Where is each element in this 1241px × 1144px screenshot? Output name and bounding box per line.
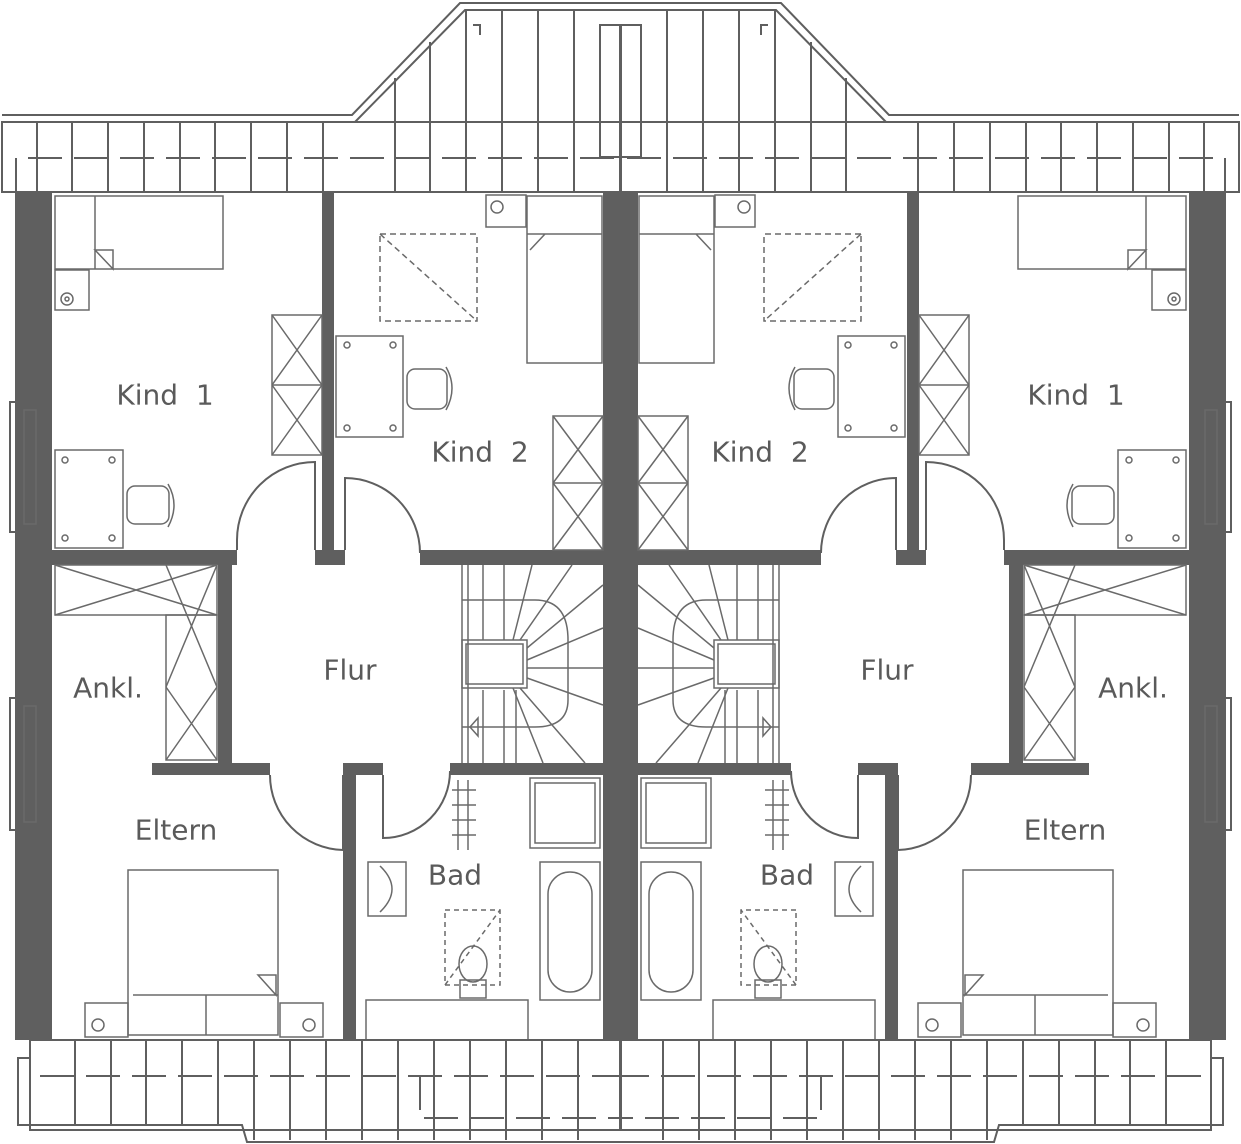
room-label-ankl-left: Ankl.	[73, 671, 143, 705]
room-label-flur-left: Flur	[323, 653, 377, 687]
room-label-kind2-left: Kind 2	[431, 435, 529, 469]
left-unit	[1, 2, 622, 1143]
room-label-kind2-right: Kind 2	[711, 435, 809, 469]
room-label-kind1-right: Kind 1	[1027, 378, 1125, 412]
room-label-flur-right: Flur	[860, 653, 914, 687]
right-unit	[619, 2, 1240, 1143]
room-label-ankl-right: Ankl.	[1098, 671, 1168, 705]
room-label-eltern-left: Eltern	[134, 813, 218, 847]
room-label-kind1-left: Kind 1	[116, 378, 214, 412]
room-label-eltern-right: Eltern	[1023, 813, 1107, 847]
room-label-bad-right: Bad	[759, 858, 815, 892]
room-label-bad-left: Bad	[427, 858, 483, 892]
